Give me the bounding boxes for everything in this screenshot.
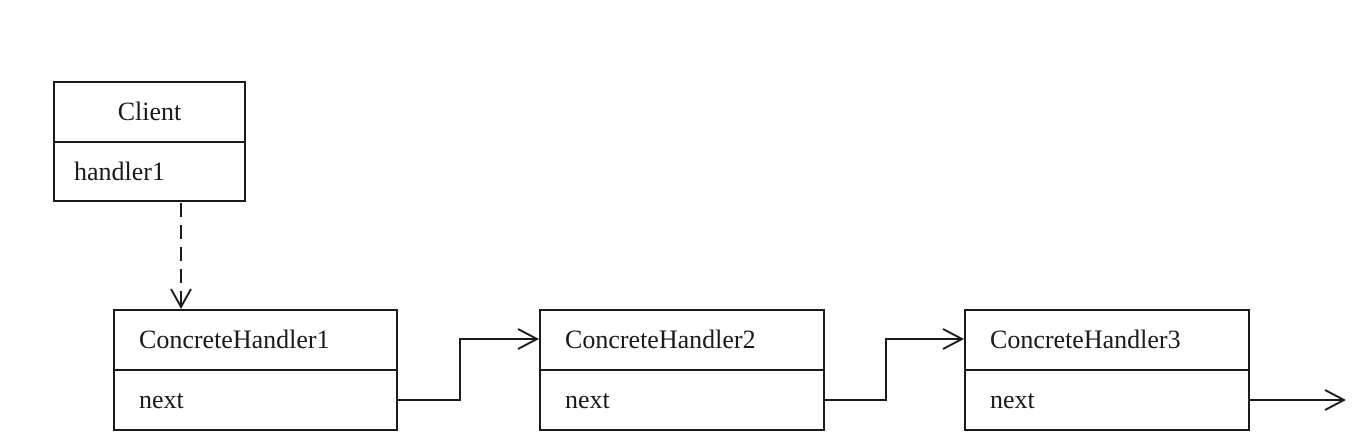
concrete-handler-2-attribute: next [565,385,610,414]
concrete-handler-3-name: ConcreteHandler3 [966,311,1248,371]
handler3-next-arrow [1250,389,1347,411]
concrete-handler-3-box: ConcreteHandler3 next [964,309,1250,431]
concrete-handler-2-name: ConcreteHandler2 [541,311,823,371]
client-attribute-handler1: handler1 [74,156,165,186]
client-class-name: Client [55,83,244,143]
concrete-handler-3-attribute: next [990,385,1035,414]
client-to-handler1-dependency-arrow [170,203,192,310]
handler1-to-handler2-arrow [398,328,540,401]
handler2-to-handler3-arrow [825,328,965,401]
concrete-handler-1-attribute: next [139,385,184,414]
concrete-handler-2-box: ConcreteHandler2 next [539,309,825,431]
concrete-handler-1-name: ConcreteHandler1 [115,311,396,371]
client-class-box: Client handler1 [53,81,246,202]
concrete-handler-1-box: ConcreteHandler1 next [113,309,398,431]
